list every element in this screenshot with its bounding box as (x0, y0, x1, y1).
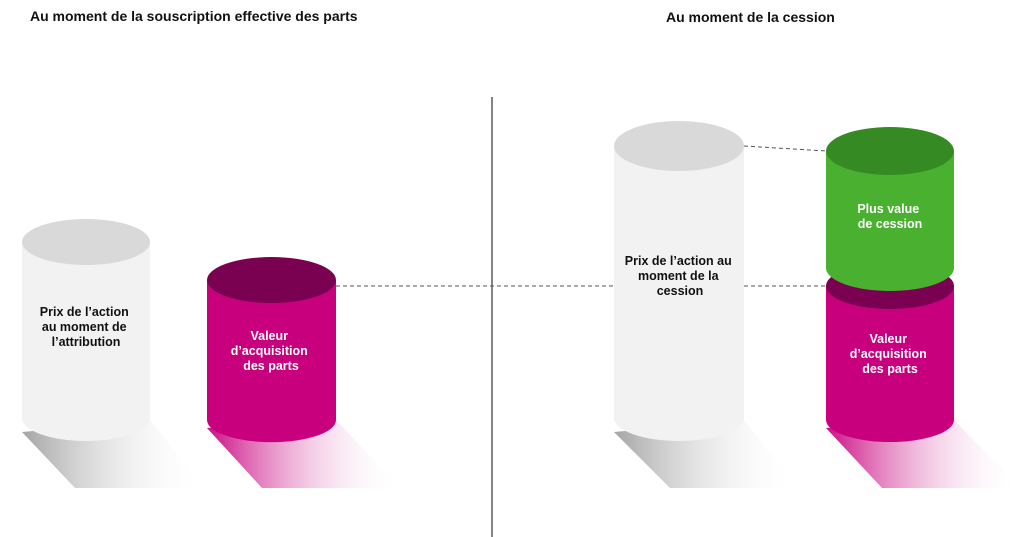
cylinder-right-gain: Plus value de cession (826, 127, 954, 291)
title-left: Au moment de la souscription effective d… (30, 8, 358, 24)
label-right-acquisition: Valeur d’acquisition des parts (850, 332, 931, 376)
cylinder-right-price: Prix de l’action au moment de la cession (614, 121, 744, 441)
label-right-gain: Plus value de cession (857, 202, 922, 231)
label-left-acquisition: Valeur d’acquisition des parts (231, 329, 312, 373)
dashed-connector-right-top (743, 145, 827, 152)
cylinder-left-price: Prix de l’action au moment de l’attribut… (22, 219, 150, 441)
cylinder-left-acquisition: Valeur d’acquisition des parts (207, 257, 336, 443)
label-right-price: Prix de l’action au moment de la cession (625, 254, 735, 298)
title-right: Au moment de la cession (666, 9, 835, 25)
label-left-price: Prix de l’action au moment de l’attribut… (40, 305, 132, 349)
